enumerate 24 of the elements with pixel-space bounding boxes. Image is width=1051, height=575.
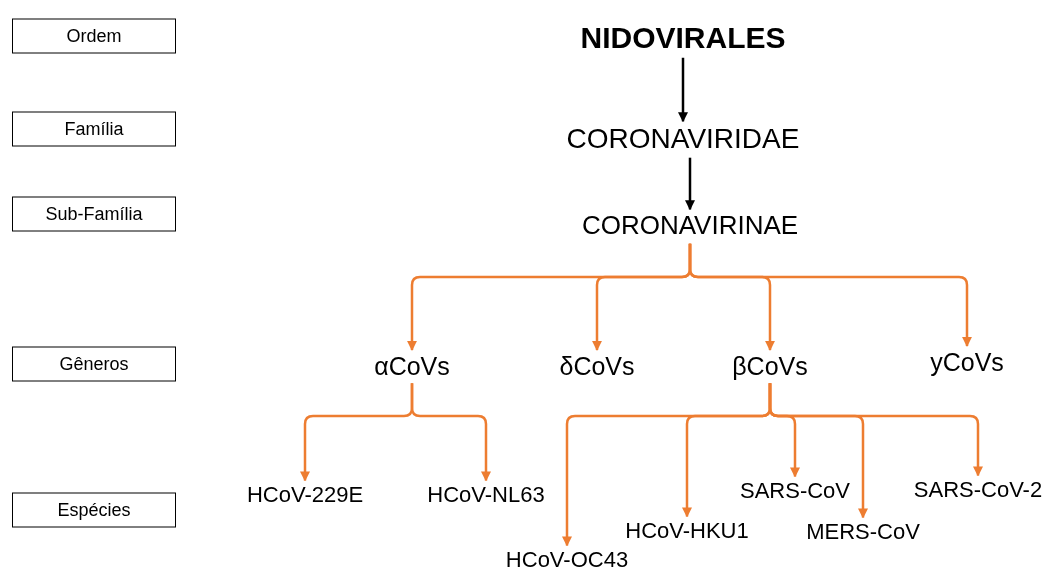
taxon-label: HCoV-HKU1 xyxy=(625,519,749,543)
taxon-label: SARS-CoV xyxy=(740,479,850,503)
arrow xyxy=(678,57,688,123)
taxon-label: NIDOVIRALES xyxy=(580,22,786,54)
taxon-label: MERS-CoV xyxy=(806,520,920,544)
rank-box: Sub-Família xyxy=(12,196,176,232)
taxon-label: CORONAVIRINAE xyxy=(581,212,799,240)
taxon-label: SARS-CoV-2 xyxy=(913,478,1043,502)
rank-box: Ordem xyxy=(12,18,176,54)
rank-box: Família xyxy=(12,111,176,147)
taxon-label: αCoVs xyxy=(374,352,450,380)
taxon-label: HCoV-NL63 xyxy=(427,483,545,507)
taxon-label: yCoVs xyxy=(930,348,1004,376)
arrow xyxy=(768,383,983,477)
arrow xyxy=(688,243,972,347)
rank-box: Espécies xyxy=(12,492,176,528)
taxon-label: HCoV-OC43 xyxy=(505,548,629,572)
taxon-label: HCoV-229E xyxy=(246,483,364,507)
taxon-label: δCoVs xyxy=(559,352,635,380)
taxon-label: CORONAVIRIDAE xyxy=(566,124,800,154)
arrow xyxy=(685,157,695,211)
rank-box: Gêneros xyxy=(12,346,176,382)
taxon-label: βCoVs xyxy=(732,352,808,380)
arrow xyxy=(410,383,491,482)
